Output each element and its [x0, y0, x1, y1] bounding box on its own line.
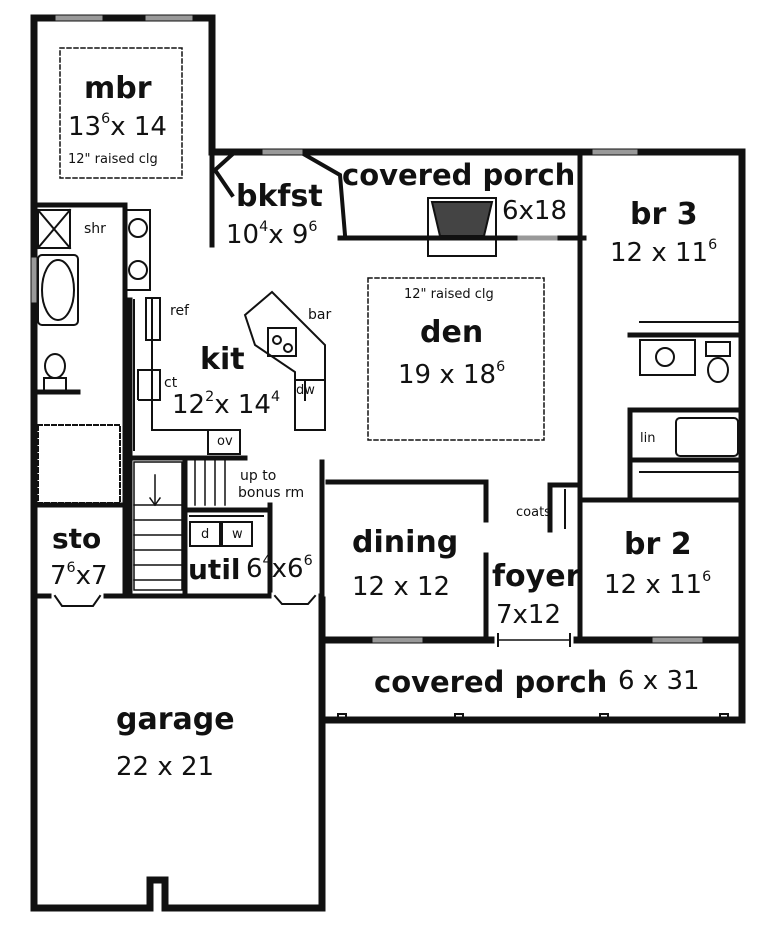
sto-door — [51, 592, 104, 607]
bkfst-dim-a-sup: 4 — [259, 219, 269, 235]
kitchen-counters — [124, 209, 241, 455]
util-dim-b: x6 — [271, 554, 304, 584]
br2-label: br 2 — [624, 527, 692, 562]
util-dim: 64x66 — [246, 553, 313, 584]
den-dim-main: 19 x 18 — [398, 360, 497, 390]
mbr-dim-b: x 14 — [110, 112, 167, 142]
kit-dim: 122x 144 — [172, 389, 281, 420]
bkfst-dim-b-sup: 6 — [308, 219, 318, 235]
den-label: den — [420, 315, 484, 350]
br3-dim-main: 12 x 11 — [610, 238, 709, 268]
bonus-rm-label: bonus rm — [238, 485, 305, 501]
hall-bath-fixtures — [639, 321, 739, 473]
covered-porch-rear-label: covered porch — [342, 158, 576, 192]
sto-dim-b: x7 — [75, 561, 108, 591]
bkfst-dim: 104x 96 — [226, 219, 318, 250]
mbr-label: mbr — [84, 71, 152, 106]
dining-label: dining — [352, 525, 459, 560]
den-dim-sup: 6 — [496, 359, 506, 375]
covered-porch-front-label: covered porch — [374, 665, 608, 699]
bkfst-dim-b: x 9 — [268, 220, 309, 250]
fireplace-icon — [427, 197, 497, 257]
br3-dim-sup: 6 — [708, 237, 718, 253]
front-doors — [494, 633, 574, 647]
kit-dim-a-sup: 2 — [205, 389, 215, 405]
lin-label: lin — [640, 431, 656, 446]
br2-dim-sup: 6 — [702, 569, 712, 585]
foyer-label: foyer — [492, 559, 581, 594]
windows — [31, 15, 703, 643]
kit-dim-b-sup: 4 — [270, 389, 281, 405]
porch-posts — [321, 713, 743, 723]
sto-dim: 76x7 — [50, 560, 108, 591]
master-bath-fixtures — [36, 208, 121, 504]
util-label: util — [188, 553, 241, 586]
covered-porch-rear-dim: 6x18 — [502, 196, 568, 226]
dw-label: dw — [296, 383, 315, 398]
raised-ceiling-outlines — [59, 47, 545, 441]
sto-dim-a: 7 — [50, 561, 67, 591]
ov-label: ov — [217, 434, 233, 449]
up-to-label: up to — [240, 468, 277, 484]
mbr-dim-a: 13 — [68, 112, 102, 142]
kit-label: kit — [200, 342, 245, 377]
den-note: 12" raised clg — [404, 287, 494, 302]
shr-label: shr — [84, 221, 106, 237]
mbr-dim-a-sup: 6 — [101, 111, 111, 127]
util-dim-a: 6 — [246, 554, 263, 584]
covered-porch-front-dim: 6 x 31 — [618, 666, 700, 696]
garage-door-opening — [271, 592, 319, 605]
util-dim-b-sup: 6 — [303, 553, 313, 569]
den-dim: 19 x 186 — [398, 359, 506, 390]
garage-label: garage — [116, 702, 235, 737]
dining-dim: 12 x 12 — [352, 572, 451, 602]
kit-dim-a: 12 — [172, 390, 206, 420]
bkfst-label: bkfst — [236, 179, 323, 214]
mbr-note: 12" raised clg — [68, 152, 158, 167]
sto-label: sto — [52, 522, 102, 555]
br2-dim-main: 12 x 11 — [604, 570, 703, 600]
bar-label: bar — [308, 307, 332, 323]
garage-dim: 22 x 21 — [116, 752, 215, 782]
washer-dryer — [189, 515, 266, 547]
br3-label: br 3 — [630, 197, 698, 232]
washer-label: w — [232, 527, 243, 542]
bkfst-dim-a: 10 — [226, 220, 260, 250]
util-dim-a-sup: 4 — [262, 553, 272, 569]
ref-label: ref — [170, 303, 189, 319]
kitchen-bar — [243, 290, 326, 431]
dryer-label: d — [201, 527, 210, 542]
coats-label: coats — [516, 505, 551, 520]
br2-dim: 12 x 116 — [604, 569, 712, 600]
kit-dim-b: x 14 — [214, 390, 271, 420]
br3-dim: 12 x 116 — [610, 237, 718, 268]
stairs — [133, 459, 226, 591]
foyer-dim: 7x12 — [496, 600, 562, 630]
mbr-dim: 136x 14 — [68, 111, 167, 142]
sto-dim-a-sup: 6 — [66, 560, 76, 576]
ct-label: ct — [164, 375, 178, 391]
